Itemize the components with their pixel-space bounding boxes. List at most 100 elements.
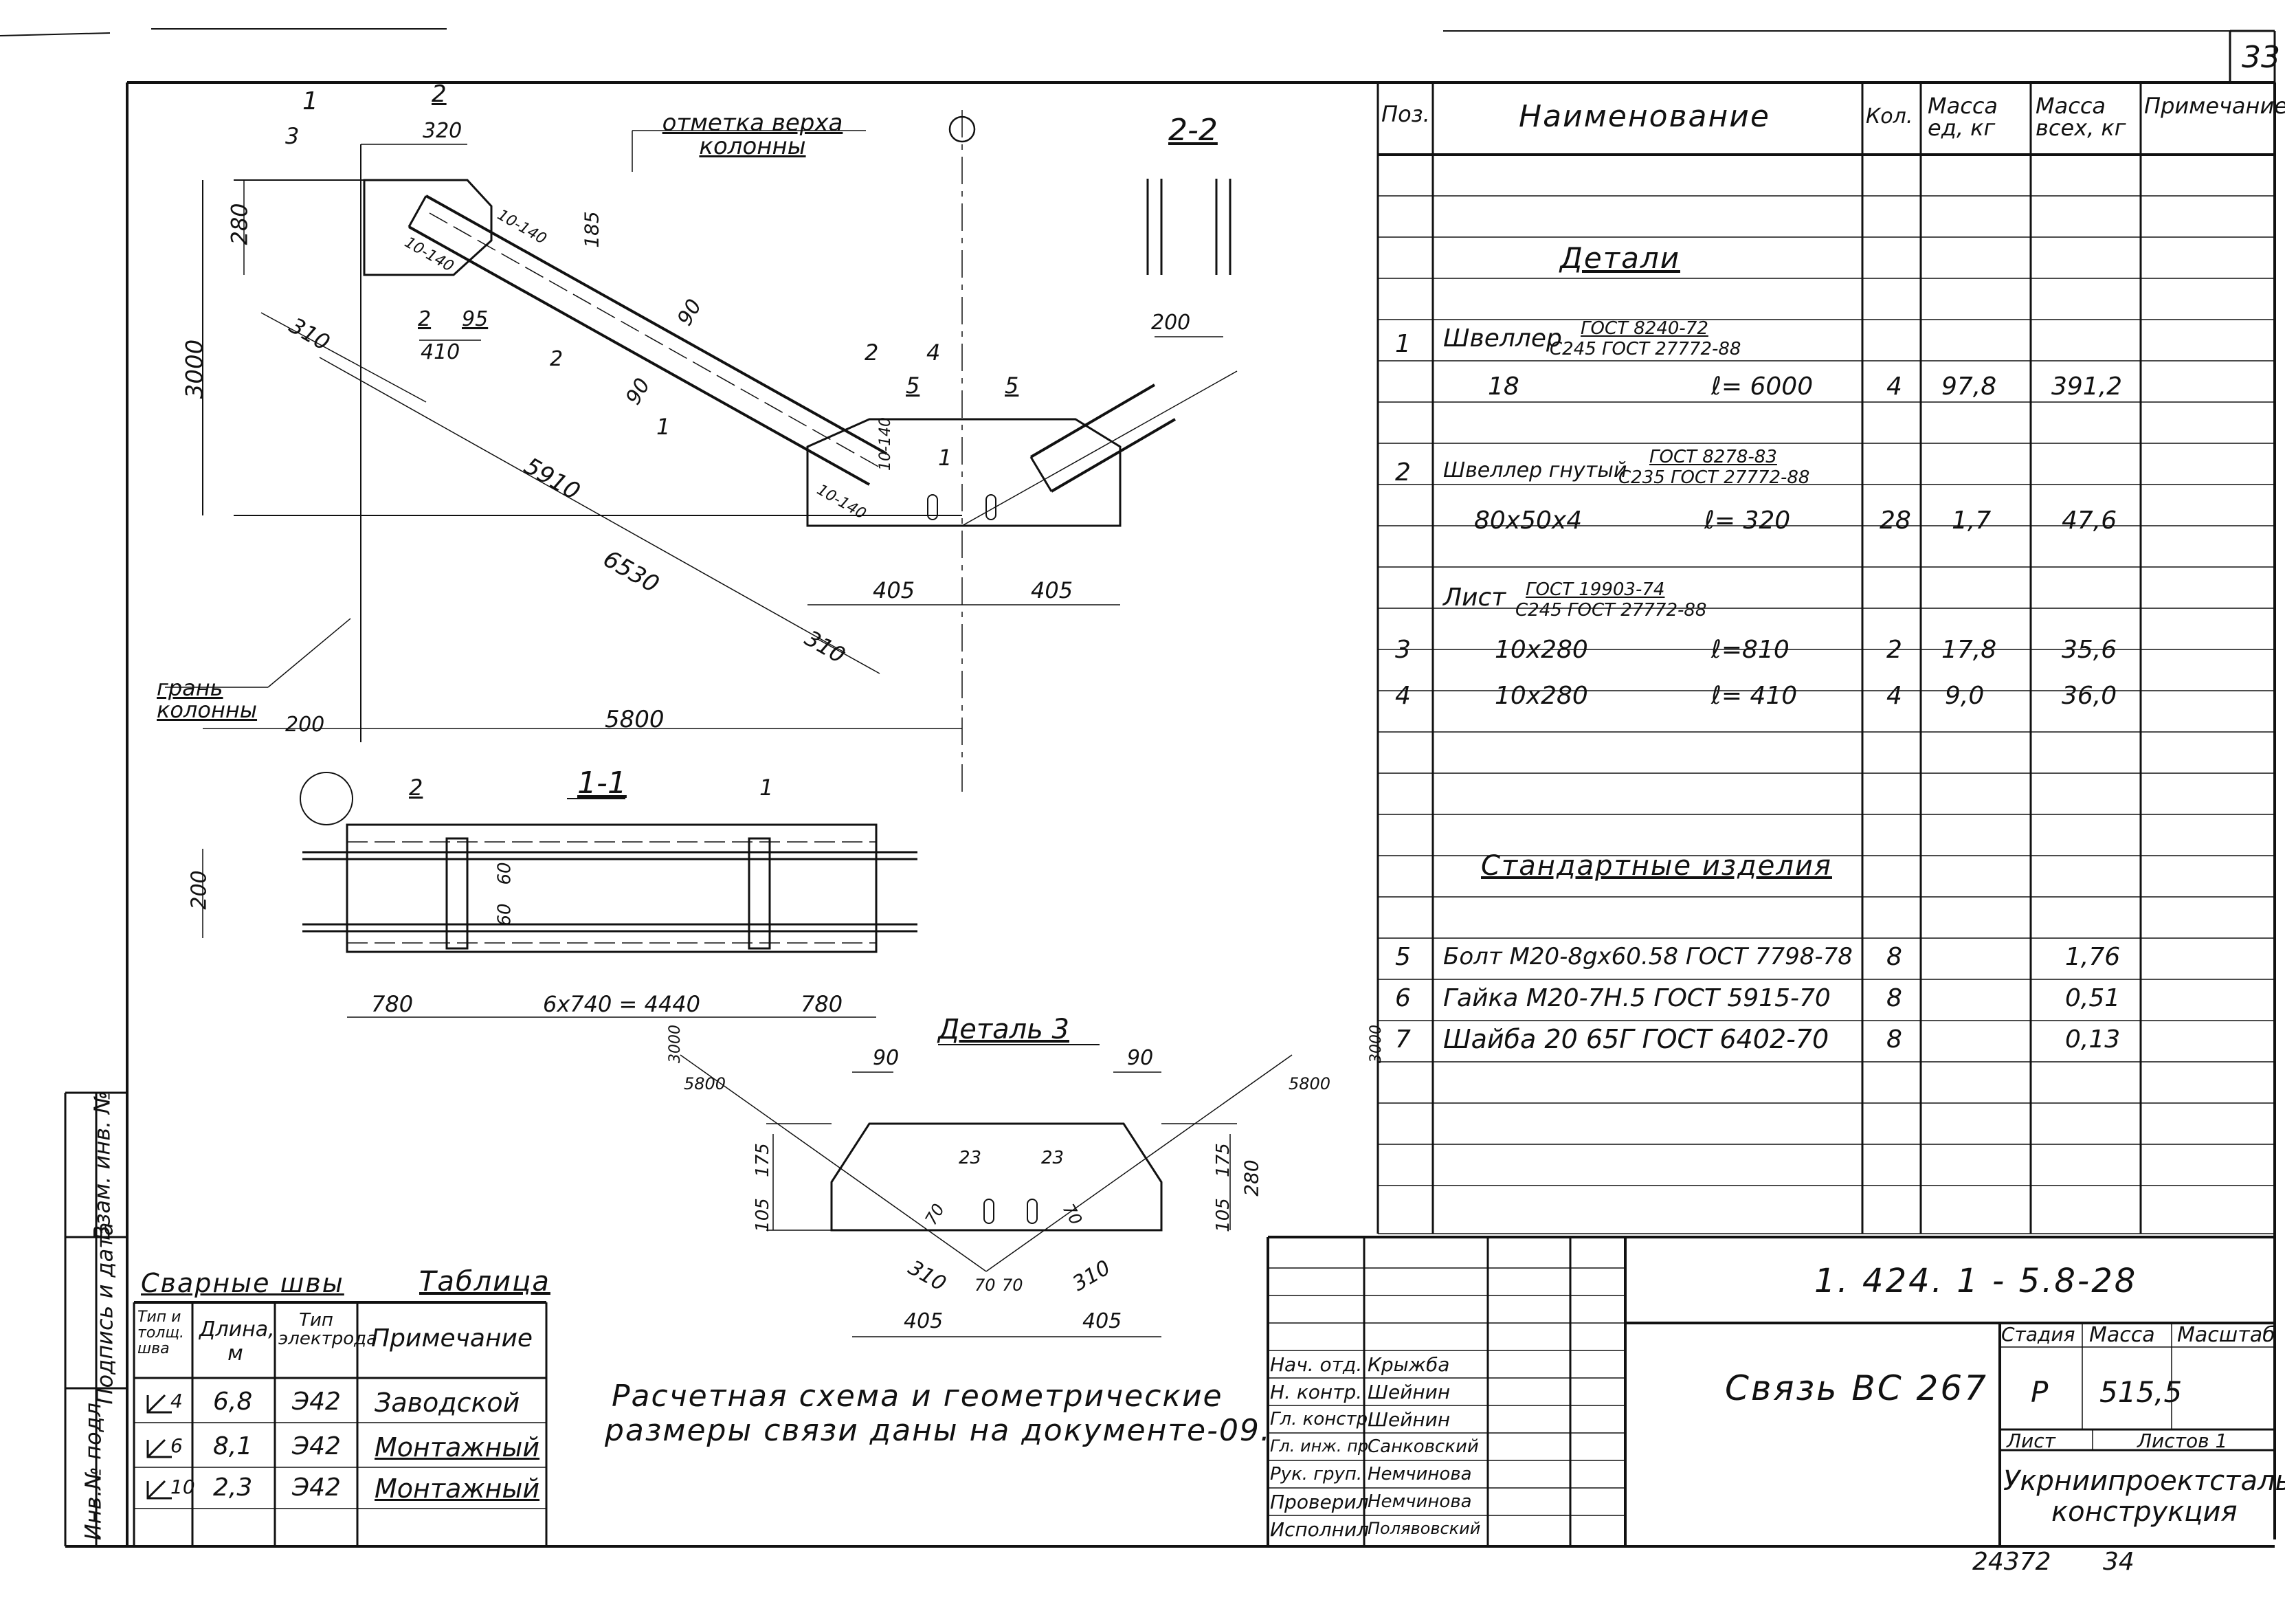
weld-header-type: Тип и толщ. шва bbox=[137, 1309, 185, 1358]
role-1-title: Нач. отд. bbox=[1270, 1353, 1363, 1376]
det-dim-405-a: 405 bbox=[904, 1309, 944, 1333]
spec-row-1-pos: 1 bbox=[1395, 330, 1411, 358]
role-6-name: Немчинова bbox=[1368, 1491, 1472, 1512]
spec-row-7-qty: 4 bbox=[1886, 682, 1902, 710]
spec-row-8-name: Болт М20-8gх60.58 ГОСТ 7798-78 bbox=[1443, 943, 1853, 970]
det-dim-175-a: 175 bbox=[752, 1143, 773, 1177]
weld-table-title: Сварные швы bbox=[141, 1268, 344, 1298]
weld-row-3-length: 2,3 bbox=[213, 1473, 253, 1502]
callout-5-a: 5 bbox=[906, 372, 920, 399]
spec-row-2-mass-unit: 97,8 bbox=[1941, 372, 1997, 401]
spec-row-4-qty: 28 bbox=[1880, 507, 1911, 535]
spec-row-10-name: Шайба 20 65Г ГОСТ 6402-70 bbox=[1443, 1024, 1829, 1054]
weld-row-2-electrode: Э42 bbox=[292, 1432, 341, 1460]
role-7-title: Исполнил bbox=[1270, 1518, 1370, 1541]
callout-1-bolt: 1 bbox=[938, 445, 952, 471]
spec-row-2-name: 18 bbox=[1488, 372, 1519, 401]
spec-row-6-name: 10х280 bbox=[1495, 636, 1588, 664]
weld-row-1-electrode: Э42 bbox=[292, 1388, 341, 1416]
spec-row-10-pos: 7 bbox=[1395, 1025, 1411, 1054]
det-dim-23-b: 23 bbox=[1041, 1148, 1065, 1168]
det-dim-3000-a: 3000 bbox=[667, 1025, 684, 1063]
dim-3000: 3000 bbox=[181, 339, 209, 399]
spec-row-1-name: Швеллер bbox=[1443, 324, 1562, 353]
callout-4: 4 bbox=[926, 340, 941, 366]
spec-row-7-pos: 4 bbox=[1395, 682, 1411, 710]
dim-2a: 2 bbox=[418, 307, 432, 331]
role-2-name: Шейнин bbox=[1368, 1381, 1451, 1403]
spec-row-3-name: Швеллер гнутый bbox=[1443, 458, 1627, 482]
spec-row-7-len: ℓ= 410 bbox=[1711, 682, 1798, 710]
detail-3-title: Деталь 3 bbox=[938, 1014, 1069, 1045]
dim-60-a: 60 bbox=[494, 862, 515, 885]
spec-header-pos: Поз. bbox=[1381, 101, 1430, 127]
title-drawing-name: Связь ВС 267 bbox=[1725, 1368, 1988, 1408]
role-5-name: Немчинова bbox=[1368, 1464, 1472, 1484]
spec-row-3-gost: ГОСТ 8278-83 bbox=[1649, 447, 1777, 467]
title-stage: Р bbox=[2031, 1375, 2049, 1409]
note-line-1: Расчетная схема и геометрические bbox=[612, 1379, 1223, 1414]
weld-row-1-note: Заводской bbox=[375, 1388, 520, 1418]
spec-row-9-qty: 8 bbox=[1886, 984, 1902, 1012]
strip-original-inv: Инв.№ подл. bbox=[80, 1395, 107, 1541]
callout-1-section: 1 bbox=[302, 87, 318, 115]
spec-row-5-gost: ГОСТ 19903-74 bbox=[1526, 579, 1665, 600]
spec-row-3-steel: С235 ГОСТ 27772-88 bbox=[1618, 467, 1810, 488]
spec-header-note: Примечание bbox=[2144, 93, 2285, 119]
callout-1-channel: 1 bbox=[656, 414, 671, 440]
spec-header-mass-total: Масса всех, кг bbox=[2036, 93, 2126, 141]
title-stage-label: Стадия bbox=[2001, 1323, 2075, 1346]
title-scale-label: Масштаб bbox=[2177, 1323, 2275, 1347]
spec-row-4-name: 80х50х4 bbox=[1474, 507, 1583, 535]
strip-replacement-inv: Взам. инв. № bbox=[89, 1091, 115, 1241]
sheet-corner-number: 33 bbox=[2242, 40, 2280, 75]
spec-row-2-mass-total: 391,2 bbox=[2051, 372, 2123, 401]
weld-header-length: Длина, м bbox=[199, 1317, 275, 1366]
callout-1-sec11: 1 bbox=[759, 775, 774, 801]
spec-row-4-mass-unit: 1,7 bbox=[1952, 507, 1992, 535]
role-5-title: Рук. груп. bbox=[1270, 1464, 1363, 1484]
spec-section-standard: Стандартные изделия bbox=[1481, 850, 1832, 882]
spec-row-9-name: Гайка М20-7Н.5 ГОСТ 5915-70 bbox=[1443, 984, 1831, 1012]
spec-header-qty: Кол. bbox=[1866, 104, 1913, 129]
dim-10-140-c: 10-140 bbox=[876, 417, 894, 471]
spec-row-8-qty: 8 bbox=[1886, 943, 1902, 971]
weld-row-2-length: 8,1 bbox=[213, 1432, 253, 1460]
callout-5-b: 5 bbox=[1005, 372, 1019, 399]
weld-row-1-length: 6,8 bbox=[213, 1388, 253, 1416]
spec-row-5-steel: С245 ГОСТ 27772-88 bbox=[1515, 600, 1707, 621]
spec-row-6-qty: 2 bbox=[1886, 636, 1902, 664]
dim-185: 185 bbox=[580, 211, 603, 248]
section-1-1-title: 1-1 bbox=[577, 766, 627, 801]
det-dim-405-b: 405 bbox=[1082, 1309, 1122, 1333]
weld-row-2-note: Монтажный bbox=[375, 1432, 540, 1462]
dim-6x740: 6х740 = 4440 bbox=[543, 991, 700, 1017]
dim-200-b: 200 bbox=[1151, 311, 1191, 335]
role-3-title: Гл. констр. bbox=[1270, 1409, 1374, 1430]
section-2-2-title: 2-2 bbox=[1168, 113, 1218, 148]
det-dim-175-b: 175 bbox=[1212, 1143, 1234, 1177]
dim-410: 410 bbox=[421, 340, 460, 364]
det-dim-5800-a: 5800 bbox=[684, 1074, 726, 1093]
det-dim-70-d: 70 bbox=[1002, 1276, 1023, 1295]
weld-header-note: Примечание bbox=[371, 1324, 533, 1353]
weld-row-3-note: Монтажный bbox=[375, 1473, 540, 1504]
spec-row-10-qty: 8 bbox=[1886, 1025, 1902, 1054]
role-7-name: Полявовский bbox=[1368, 1519, 1481, 1538]
callout-3: 3 bbox=[285, 123, 300, 149]
spec-row-6-mass-total: 35,6 bbox=[2062, 636, 2117, 664]
title-mass: 515,5 bbox=[2099, 1375, 2183, 1409]
det-dim-90-a: 90 bbox=[873, 1046, 900, 1070]
dim-60-b: 60 bbox=[494, 903, 515, 926]
label-top-of-column: отметка верха колонны bbox=[662, 109, 843, 160]
strip-signature-date: Подпись и дата bbox=[91, 1222, 118, 1405]
dim-405-b: 405 bbox=[1031, 577, 1073, 603]
spec-row-3-pos: 2 bbox=[1395, 458, 1411, 487]
dim-780-a: 780 bbox=[371, 991, 414, 1017]
spec-row-9-mass-total: 0,51 bbox=[2065, 984, 2121, 1012]
spec-row-8-pos: 5 bbox=[1395, 943, 1411, 971]
spec-row-6-len: ℓ=810 bbox=[1711, 636, 1790, 664]
spec-section-details: Детали bbox=[1560, 241, 1680, 275]
dim-200-a: 200 bbox=[285, 713, 325, 737]
